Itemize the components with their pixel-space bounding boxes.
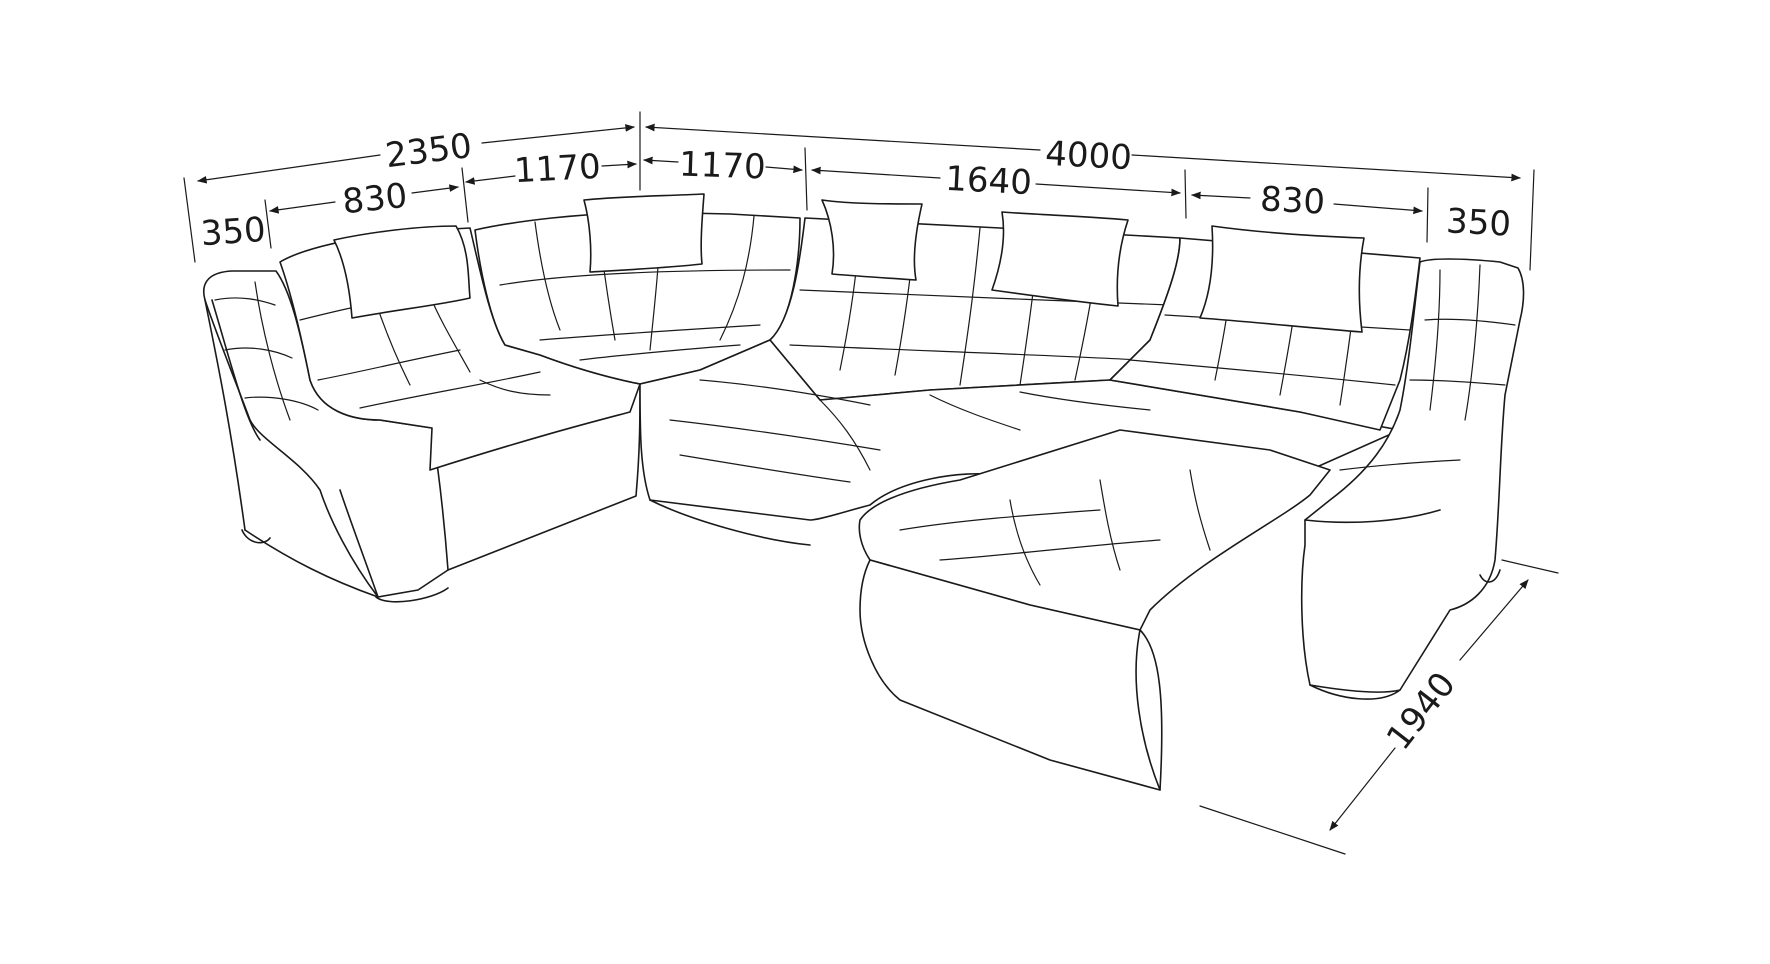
pillow-4 <box>991 211 1129 307</box>
left-arm-quilt-v <box>254 281 291 421</box>
ext-line-left-outer <box>183 177 196 263</box>
dim-line-depth-b <box>1329 747 1396 831</box>
pillow-1 <box>333 225 471 319</box>
left-arm-quilt-3 <box>244 396 319 411</box>
label-right-total: 4000 <box>1044 134 1133 178</box>
right-arm-seat-edge <box>1304 509 1441 524</box>
middle-seat-quilt-v2 <box>929 394 1021 431</box>
left-arm-base <box>244 529 379 598</box>
chaise-module <box>858 429 1331 791</box>
label-left-seat: 830 <box>340 176 409 223</box>
sofa-illustration <box>203 193 1525 791</box>
middle-seat-quilt-h3 <box>679 454 851 483</box>
corner-quilt-h3 <box>579 344 741 361</box>
corner-quilt-h1 <box>499 269 791 286</box>
corner-quilt-h2 <box>539 324 761 341</box>
dim-line-left-total-b <box>481 124 635 144</box>
pillow-2 <box>583 193 705 273</box>
left-foot-back <box>241 529 271 544</box>
left-arm-module <box>203 270 449 603</box>
dimension-lines <box>183 111 1559 855</box>
right-arm-quilt-h2 <box>1409 379 1506 386</box>
label-left-corner: 1170 <box>513 147 602 191</box>
ext-line-right-seat <box>1426 187 1429 243</box>
chaise-quilt-v3 <box>1189 469 1211 551</box>
left-arm-body <box>203 270 449 598</box>
right-arm-body <box>1300 258 1525 693</box>
chaise-quilt-h2 <box>939 539 1161 561</box>
right-arm-quilt-h1 <box>1424 318 1516 326</box>
dim-line-left-corner-b <box>601 160 637 169</box>
left-seat-quilt-h2 <box>317 349 461 381</box>
pillows <box>333 193 1365 333</box>
label-right-seat: 830 <box>1259 179 1326 222</box>
right-arm-quilt-v2 <box>1464 264 1481 421</box>
pillow-5 <box>1199 225 1365 333</box>
dim-line-left-corner-a <box>465 175 516 185</box>
middle-seat-quilt-h1 <box>699 379 871 406</box>
label-middle-seat: 1640 <box>944 159 1033 203</box>
chaise-quilt-v1 <box>1009 499 1041 586</box>
dim-line-right-total-b <box>1131 154 1521 182</box>
left-arm-quilt-2 <box>224 347 293 359</box>
dim-line-right-total-a <box>645 123 1041 151</box>
dim-line-right-corner-a <box>643 156 679 165</box>
dim-line-left-seat-b <box>411 184 459 194</box>
left-arm-front-seam <box>339 489 379 598</box>
middle-seat-quilt-v1 <box>819 399 871 471</box>
label-left-total: 2350 <box>383 126 474 176</box>
dim-line-left-total-a <box>197 154 381 184</box>
right-foot-front <box>1309 684 1401 700</box>
middle-seat-quilt-v3 <box>1019 391 1151 411</box>
dim-line-middle-b <box>1035 183 1181 197</box>
chaise-top <box>858 429 1331 631</box>
right-foot-back <box>1479 569 1501 583</box>
left-arm-contour <box>211 299 261 441</box>
left-arm-outer <box>204 299 246 531</box>
middle-quilt-h2 <box>789 344 1141 361</box>
chaise-corner-seam <box>1139 629 1163 791</box>
label-left-arm: 350 <box>199 210 267 254</box>
right-arm-quilt-v1 <box>1429 269 1441 411</box>
chaise-quilt-v2 <box>1099 479 1121 571</box>
label-right-corner: 1170 <box>678 145 766 188</box>
middle-quilt-h1 <box>799 289 1171 306</box>
left-seat-quilt-v3 <box>479 379 551 396</box>
middle-seat-base <box>649 499 811 546</box>
label-right-arm: 350 <box>1445 201 1512 244</box>
dim-line-right-seat-a <box>1191 191 1251 200</box>
ext-line-left-arm <box>264 199 272 249</box>
chaise-quilt-h1 <box>899 509 1101 531</box>
middle-quilt-v3 <box>959 227 981 386</box>
left-seat-quilt-h3 <box>359 371 541 409</box>
pillow-3 <box>821 199 923 281</box>
right-arm-module <box>1300 258 1525 700</box>
dim-line-left-seat-a <box>269 201 336 214</box>
dim-line-depth-a <box>1459 579 1529 661</box>
left-arm-quilt-1 <box>214 297 276 306</box>
dim-line-right-seat-b <box>1333 203 1423 215</box>
ext-line-left-seat <box>461 167 469 223</box>
ext-line-depth-back <box>1501 559 1559 574</box>
ext-line-right-corner <box>804 147 808 211</box>
chaise-front <box>859 559 1161 791</box>
dim-line-middle-a <box>811 166 941 179</box>
right-back-quilt-h2 <box>1129 359 1396 386</box>
ext-line-right-outer <box>1529 169 1535 271</box>
ext-line-middle <box>1184 169 1187 219</box>
right-arm-quilt-h3 <box>1339 459 1461 471</box>
ext-line-depth-front <box>1199 805 1346 855</box>
dim-line-right-corner-b <box>765 165 803 174</box>
left-foot-front <box>375 587 449 603</box>
left-corner-module <box>474 211 801 385</box>
